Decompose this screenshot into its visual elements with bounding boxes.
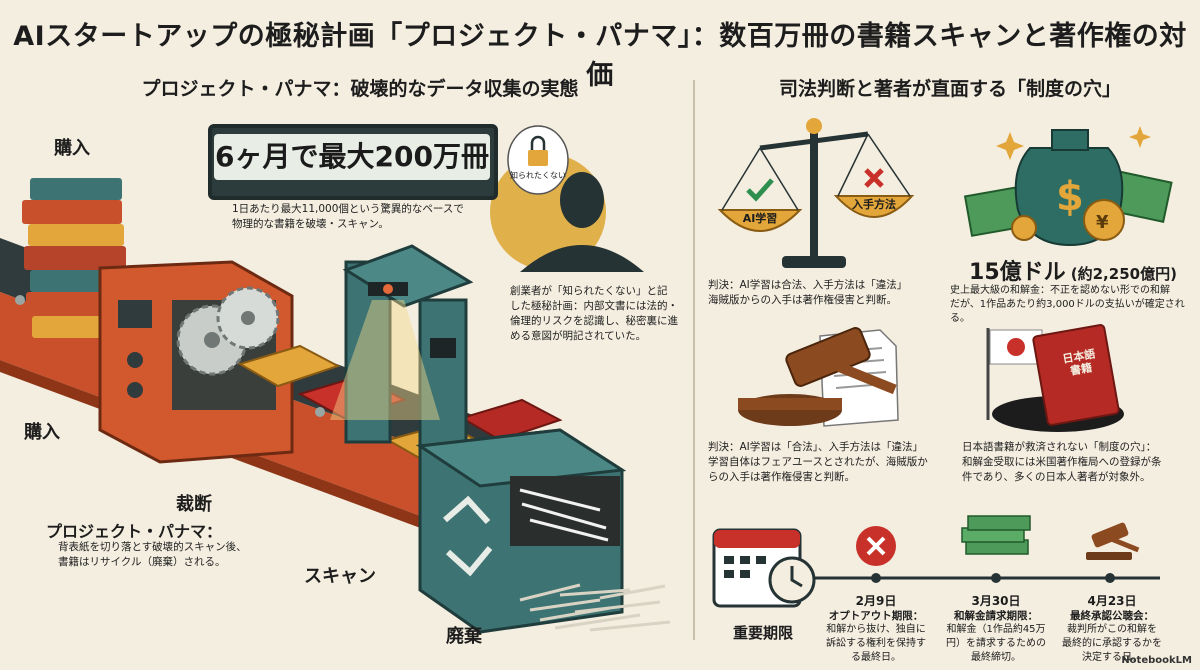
settlement-note: 史上最大級の和解金：不正を認めない形での和解 だが、1作品あたり約3,000ドル… [950,285,1185,324]
gavel-icon [738,327,897,426]
scale-icon [717,118,915,268]
footer-brand: NotebookLM [1121,655,1192,666]
svg-text:$: $ [1056,174,1084,220]
left-section-title: プロジェクト・パナマ：破壊的なデータ収集の実態 [141,78,579,100]
checkmark-icon [746,178,774,202]
japanese-book-icon [1032,324,1120,426]
counter-note: 1日あたり最大11,000個という驚異的なペースで 物理的な書籍を破壊・スキャン… [232,203,464,230]
recycle-icon [443,495,493,577]
timeline-label: 重要期限 [732,624,793,642]
timeline-line [790,573,1160,583]
svg-text:¥: ¥ [1096,212,1109,233]
section-divider [693,80,695,640]
shredded-paper-pile [519,583,671,632]
right-section-title: 司法判断と著者が直面する「制度の穴」 [778,78,1121,100]
secret-badge: 知られたくない [510,171,566,180]
scale-left-label: AI学習 [742,212,778,225]
secret-note: 創業者が「知られたくない」と記 した極秘計画：内部文書には法的・ 倫理的リスクを… [510,285,678,342]
scale-right-label: 入手方法 [852,198,896,211]
saw-blade-icon [176,286,280,376]
project-title: プロジェクト・パナマ： [46,522,223,541]
label-cut: 裁断 [176,494,212,515]
sparkle-icon [996,126,1151,160]
counter-text: 6ヶ月で最大200万冊 [214,134,490,180]
gavel-small-icon [1086,522,1140,560]
gap-note: 日本語書籍が救済されない「制度の穴」： 和解金受取には米国著作権局への登録が条 … [962,441,1162,483]
clock-icon [768,556,816,604]
lock-icon [528,135,548,166]
cross-icon [864,168,884,188]
label-dispose: 廃棄 [446,626,482,647]
ruling-note: 判決：AI学習は「合法」、入手方法は「違法」 学習自体はフェアユースとされたが、… [708,441,928,483]
label-scan: スキャン [304,566,376,587]
money-bag-icon: $ ¥ [963,129,1173,247]
timeline-event-mar: 3月30日 和解金請求期限： 和解金（1作品約45万 円）を請求するための 最終… [946,594,1046,663]
main-title: AIスタートアップの極秘計画「プロジェクト・パナマ」：数百万冊の書籍スキャンと著… [13,21,1187,91]
scale-note: 判決：AI学習は合法、入手方法は「違法」 海賊版からの入手は著作権侵害と判断。 [708,279,908,306]
project-note: 背表紙を切り落とす破壊的スキャン後、 書籍はリサイクル（廃棄）される。 [58,541,247,568]
timeline-event-feb: 2月9日 オプトアウト期限： 和解から抜け、独自に 訴訟する権利を保持す る最終… [826,594,926,663]
label-buy-top: 購入 [54,138,90,159]
cash-stack-icon [961,515,1031,555]
timeline-event-apr: 4月23日 最終承認公聴会： 裁判所がこの和解を 最終的に承認するかを 決定する… [1062,594,1162,663]
shredder-bin [415,428,627,634]
settlement-amount: 15億ドル (約2,250億円) [969,260,1177,285]
cross-circle-icon [856,526,896,566]
label-buy-side: 購入 [24,422,60,443]
